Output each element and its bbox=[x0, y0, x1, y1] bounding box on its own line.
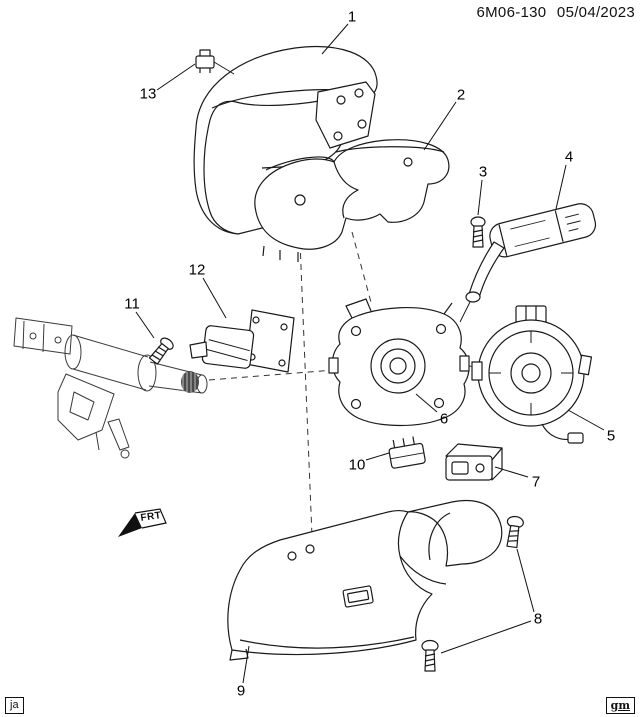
doc-number: 6M06-130 bbox=[476, 4, 547, 21]
callout-9: 9 bbox=[236, 682, 246, 700]
footer-right-badge: gm bbox=[605, 697, 635, 714]
doc-date: 05/04/2023 bbox=[556, 4, 635, 21]
part-screws-8 bbox=[421, 515, 524, 672]
callout-5: 5 bbox=[606, 427, 616, 445]
part-connector bbox=[388, 436, 426, 469]
doc-header: 6M06-130 05/04/2023 bbox=[471, 4, 636, 21]
callout-1: 1 bbox=[347, 8, 357, 26]
frt-arrow-icon bbox=[118, 508, 167, 537]
callout-7: 7 bbox=[531, 473, 541, 491]
callout-6: 6 bbox=[439, 410, 449, 428]
part-lower-trim-panel bbox=[227, 499, 503, 661]
callout-13: 13 bbox=[139, 85, 157, 103]
part-switch-7 bbox=[445, 443, 503, 481]
part-retainer-clip bbox=[195, 49, 235, 75]
part-bolt-3 bbox=[470, 216, 486, 248]
part-wiper-lever bbox=[459, 203, 597, 323]
callout-10: 10 bbox=[348, 456, 366, 474]
callout-11: 11 bbox=[124, 295, 140, 313]
footer-left-badge: ja bbox=[5, 697, 24, 714]
callout-4: 4 bbox=[564, 148, 574, 166]
part-upper-shroud bbox=[193, 45, 378, 235]
callout-2: 2 bbox=[456, 86, 466, 104]
part-multifunction-switch bbox=[189, 309, 295, 373]
callout-3: 3 bbox=[478, 163, 488, 181]
steering-column-assembly bbox=[13, 317, 208, 459]
part-screw-11 bbox=[148, 337, 174, 365]
part-lower-shroud bbox=[254, 139, 450, 262]
callout-12: 12 bbox=[188, 261, 206, 279]
part-clockspring-coil bbox=[471, 305, 593, 444]
part-switch-housing bbox=[328, 298, 470, 427]
callout-leader-lines bbox=[135, 23, 605, 684]
callout-8: 8 bbox=[533, 610, 543, 628]
